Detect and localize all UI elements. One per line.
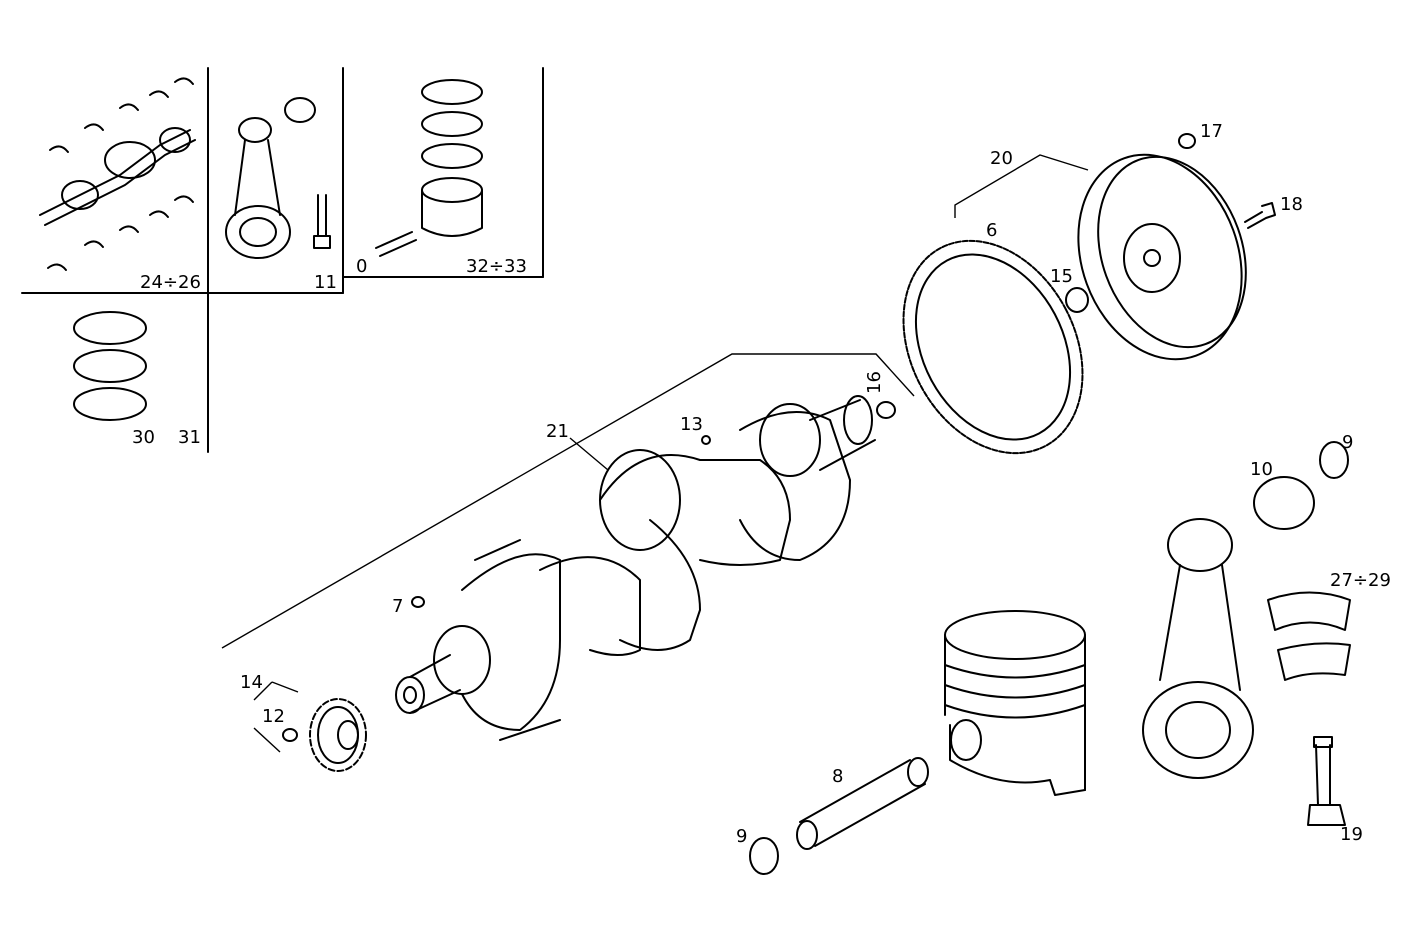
callout-14: 14 bbox=[240, 672, 263, 693]
callout-11: 11 bbox=[314, 272, 337, 293]
inset-piston-rings bbox=[73, 311, 147, 421]
callout-20: 20 bbox=[990, 148, 1013, 169]
callout-7: 7 bbox=[392, 596, 403, 617]
inset-crankshaft-kit bbox=[39, 77, 196, 271]
callout-24-26: 24÷26 bbox=[140, 272, 201, 293]
callout-13: 13 bbox=[680, 414, 703, 435]
connecting-rod bbox=[1142, 441, 1351, 826]
piston-assembly bbox=[749, 610, 1086, 875]
callout-17: 17 bbox=[1200, 121, 1223, 142]
callout-32-33: 32÷33 bbox=[466, 256, 527, 277]
callout-15: 15 bbox=[1050, 266, 1073, 287]
flywheel-assembly bbox=[902, 153, 1247, 455]
callout-9-upper: 9 bbox=[1342, 432, 1353, 453]
inset-panels bbox=[21, 67, 544, 453]
callout-31: 31 bbox=[178, 427, 201, 448]
callout-12: 12 bbox=[262, 706, 285, 727]
callout-19: 19 bbox=[1340, 824, 1363, 845]
callout-9-lower: 9 bbox=[736, 826, 747, 847]
callout-0: 0 bbox=[356, 256, 367, 277]
crankshaft-group-bracket bbox=[221, 353, 915, 649]
inset-connecting-rod bbox=[225, 97, 331, 259]
callout-18: 18 bbox=[1280, 194, 1303, 215]
inset-piston bbox=[375, 79, 483, 257]
callout-labels: 24÷26 11 0 32÷33 30 31 21 13 16 7 14 12 … bbox=[132, 121, 1391, 847]
callout-8: 8 bbox=[832, 766, 843, 787]
callout-16: 16 bbox=[864, 371, 885, 394]
callout-10: 10 bbox=[1250, 459, 1273, 480]
timing-gear bbox=[253, 681, 367, 772]
callout-21: 21 bbox=[546, 421, 569, 442]
small-parts bbox=[282, 133, 1276, 742]
crankshaft bbox=[395, 395, 876, 741]
callout-27-29: 27÷29 bbox=[1330, 570, 1391, 591]
callout-30: 30 bbox=[132, 427, 155, 448]
callout-6: 6 bbox=[986, 220, 997, 241]
